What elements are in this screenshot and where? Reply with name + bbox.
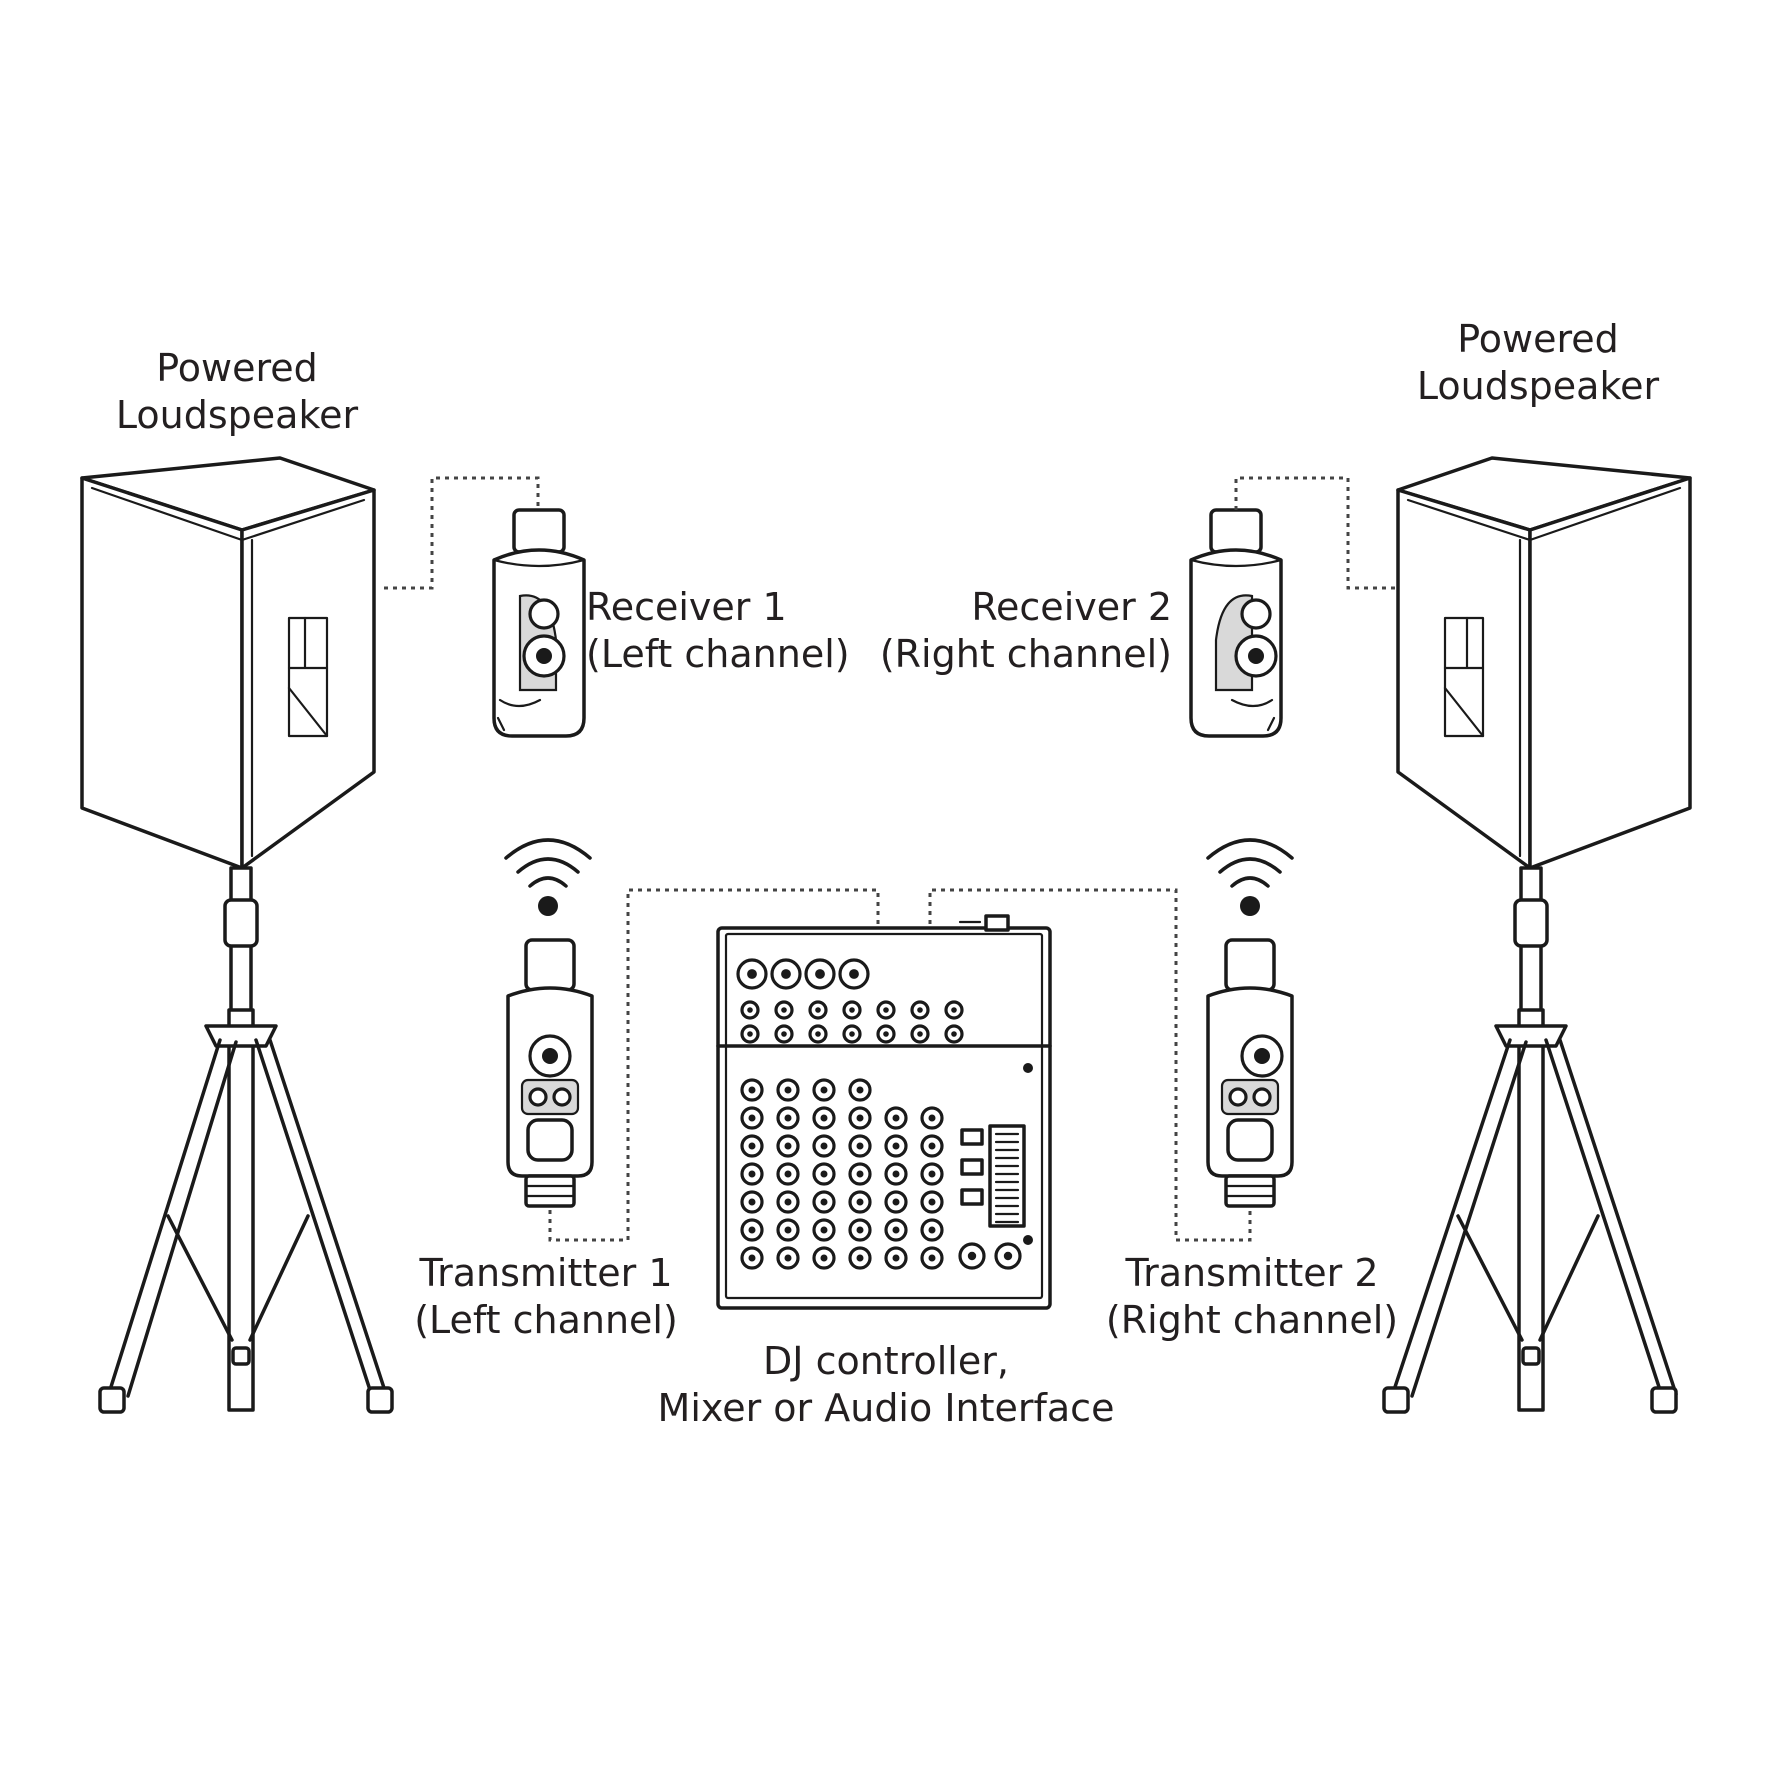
receiver-2-label-line1: Receiver 2 (971, 585, 1172, 629)
transmitter-2-label-line2: (Right channel) (1105, 1298, 1399, 1342)
mixer-label: DJ controller, Mixer or Audio Interface (658, 1338, 1115, 1432)
cable-mixer-to-transmitter-2 (928, 888, 1252, 1242)
mixer-label-line1: DJ controller, (763, 1339, 1009, 1383)
receiver-1-label: Receiver 1 (Left channel) (586, 584, 850, 678)
right-speaker-stand (1382, 866, 1678, 1414)
mixer-device (716, 914, 1052, 1310)
transmitter-1-device (504, 838, 594, 1208)
receiver-2-label: Receiver 2 (Right channel) (880, 584, 1172, 678)
left-loudspeaker (80, 456, 376, 870)
transmitter-2-label-line1: Transmitter 2 (1125, 1251, 1379, 1295)
receiver-2-device (1189, 508, 1283, 738)
transmitter-2-label: Transmitter 2 (Right channel) (1106, 1250, 1398, 1344)
cable-mixer-to-transmitter-1 (548, 888, 880, 1242)
right-speaker-label-line2: Loudspeaker (1416, 364, 1660, 408)
left-speaker-label-line2: Loudspeaker (115, 393, 359, 437)
left-speaker-label-line1: Powered (156, 346, 318, 390)
left-speaker-label: Powered Loudspeaker (116, 345, 358, 439)
speaker-logo-icon (1443, 616, 1485, 738)
speaker-logo-icon (287, 616, 329, 738)
cable-speaker-right-to-receiver-2 (1234, 476, 1396, 590)
receiver-1-label-line2: (Left channel) (586, 632, 850, 676)
transmitter-1-label-line2: (Left channel) (414, 1298, 678, 1342)
receiver-1-device (492, 508, 586, 738)
receiver-1-label-line1: Receiver 1 (586, 585, 787, 629)
left-speaker-stand (98, 866, 394, 1414)
transmitter-1-label: Transmitter 1 (Left channel) (414, 1250, 678, 1344)
wireless-signal-icon (1206, 838, 1294, 916)
right-speaker-label: Powered Loudspeaker (1417, 316, 1659, 410)
receiver-2-label-line2: (Right channel) (879, 632, 1172, 676)
right-loudspeaker (1396, 456, 1692, 870)
transmitter-1-label-line1: Transmitter 1 (419, 1251, 673, 1295)
wireless-signal-icon (504, 838, 592, 916)
transmitter-2-device (1206, 838, 1294, 1208)
right-speaker-label-line1: Powered (1457, 317, 1619, 361)
mixer-label-line2: Mixer or Audio Interface (657, 1386, 1115, 1430)
